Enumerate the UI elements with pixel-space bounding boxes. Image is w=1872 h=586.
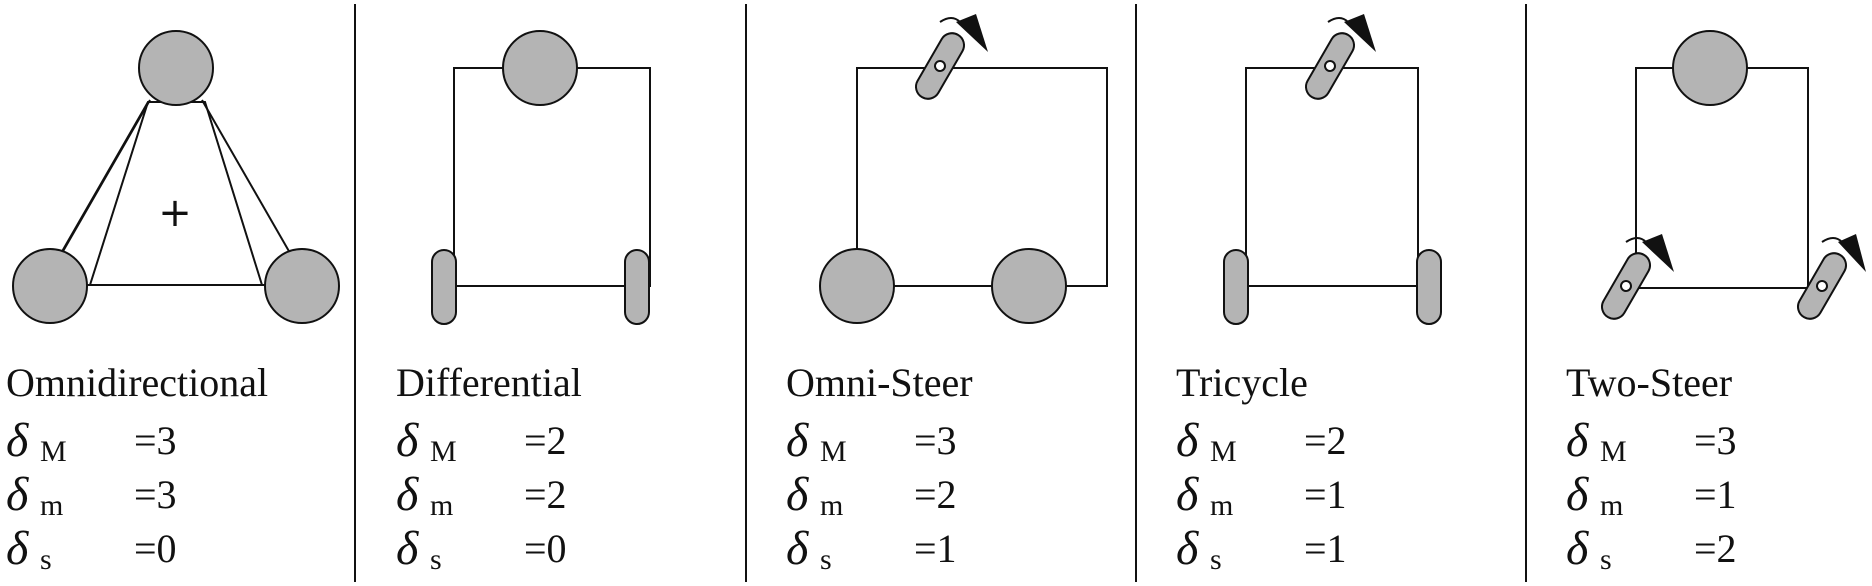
panel-divider bbox=[354, 4, 356, 582]
steerable-wheel-right bbox=[1797, 252, 1847, 320]
panel-divider bbox=[1135, 4, 1137, 582]
steerable-wheel-left bbox=[1601, 252, 1651, 320]
delta-symbol: δ bbox=[1176, 468, 1199, 521]
delta-subscript: s bbox=[430, 543, 442, 576]
steer-arrow-icon bbox=[1327, 17, 1349, 23]
delta-subscript: M bbox=[40, 435, 67, 468]
delta-value: =3 bbox=[1694, 418, 1737, 463]
delta-value: =2 bbox=[914, 472, 957, 517]
panel-differential: Differential δ M =2 δ m =2 δ s =0 bbox=[390, 0, 742, 586]
delta-value: =3 bbox=[914, 418, 957, 463]
delta-value: =2 bbox=[524, 418, 567, 463]
steer-arrow-icon bbox=[1625, 237, 1647, 243]
panel-title: Omni-Steer bbox=[786, 360, 973, 405]
delta-symbol: δ bbox=[396, 414, 419, 467]
wheel-right bbox=[991, 248, 1067, 324]
delta-symbol: δ bbox=[786, 414, 809, 467]
delta-symbol: δ bbox=[1566, 468, 1589, 521]
steerable-wheel-front bbox=[1305, 32, 1355, 100]
delta-subscript: s bbox=[40, 543, 52, 576]
wheel-right bbox=[624, 249, 650, 325]
tricycle-diagram bbox=[1223, 14, 1442, 325]
delta-symbol: δ bbox=[1566, 522, 1589, 575]
wheel-right bbox=[1416, 249, 1442, 325]
panel-omni-steer: Omni-Steer δ M =3 δ m =2 δ s =1 bbox=[780, 0, 1132, 586]
delta-subscript: m bbox=[1600, 489, 1624, 522]
center-mark: + bbox=[158, 190, 192, 236]
delta-value: =0 bbox=[134, 526, 177, 571]
wheel-left bbox=[12, 248, 88, 324]
delta-value: =1 bbox=[1304, 526, 1347, 571]
delta-symbol: δ bbox=[396, 468, 419, 521]
chassis-rectangle bbox=[1245, 67, 1419, 287]
chassis-edge bbox=[201, 99, 291, 254]
wheel-left bbox=[431, 249, 457, 325]
chassis-edge bbox=[61, 99, 151, 254]
panel-title: Tricycle bbox=[1176, 360, 1308, 405]
delta-value: =0 bbox=[524, 526, 567, 571]
steerable-wheel-front bbox=[915, 32, 965, 100]
two-steer-diagram bbox=[1601, 30, 1866, 320]
wheel-caster bbox=[1672, 30, 1748, 106]
delta-symbol: δ bbox=[396, 522, 419, 575]
delta-subscript: m bbox=[1210, 489, 1234, 522]
wheel-left bbox=[819, 248, 895, 324]
delta-symbol: δ bbox=[786, 468, 809, 521]
panel-title: Omnidirectional bbox=[6, 360, 269, 405]
omni-steer-diagram bbox=[819, 14, 1108, 324]
wheel-right bbox=[264, 248, 340, 324]
wheel-left bbox=[1223, 249, 1249, 325]
panel-two-steer: Two-Steer δ M =3 δ m =1 δ s =2 bbox=[1560, 0, 1872, 586]
panel-omnidirectional: + Omnidirectional δ M =3 δ m =3 δ s =0 bbox=[0, 0, 352, 586]
delta-value: =3 bbox=[134, 418, 177, 463]
delta-subscript: s bbox=[1600, 543, 1612, 576]
wheel-top bbox=[138, 30, 214, 106]
delta-value: =1 bbox=[914, 526, 957, 571]
delta-value: =2 bbox=[1694, 526, 1737, 571]
steer-arrowhead-icon bbox=[1344, 14, 1376, 52]
panel-tricycle: Tricycle δ M =2 δ m =1 δ s =1 bbox=[1170, 0, 1522, 586]
panel-title: Differential bbox=[396, 360, 582, 405]
delta-subscript: m bbox=[430, 489, 454, 522]
delta-symbol: δ bbox=[1176, 522, 1199, 575]
delta-subscript: M bbox=[1600, 435, 1627, 468]
omnidirectional-diagram: + bbox=[12, 30, 340, 324]
wheel-caster bbox=[502, 30, 578, 106]
delta-symbol: δ bbox=[6, 468, 29, 521]
delta-value: =2 bbox=[1304, 418, 1347, 463]
steer-arrowhead-icon bbox=[956, 14, 988, 52]
steer-arrow-icon bbox=[939, 17, 961, 23]
steer-arrowhead-icon bbox=[1642, 234, 1674, 272]
panel-divider bbox=[1525, 4, 1527, 582]
delta-subscript: M bbox=[430, 435, 457, 468]
delta-subscript: m bbox=[40, 489, 64, 522]
delta-symbol: δ bbox=[6, 414, 29, 467]
panel-divider bbox=[745, 4, 747, 582]
delta-subscript: s bbox=[820, 543, 832, 576]
delta-subscript: M bbox=[1210, 435, 1237, 468]
delta-value: =1 bbox=[1694, 472, 1737, 517]
delta-value: =3 bbox=[134, 472, 177, 517]
delta-symbol: δ bbox=[786, 522, 809, 575]
steer-arrowhead-icon bbox=[1838, 234, 1866, 272]
chassis-rectangle bbox=[856, 67, 1108, 287]
delta-symbol: δ bbox=[1176, 414, 1199, 467]
delta-symbol: δ bbox=[1566, 414, 1589, 467]
delta-value: =1 bbox=[1304, 472, 1347, 517]
delta-symbol: δ bbox=[6, 522, 29, 575]
steer-arrow-icon bbox=[1821, 237, 1843, 243]
differential-diagram bbox=[431, 30, 651, 325]
delta-subscript: s bbox=[1210, 543, 1222, 576]
panel-title: Two-Steer bbox=[1566, 360, 1733, 405]
delta-subscript: M bbox=[820, 435, 847, 468]
delta-value: =2 bbox=[524, 472, 567, 517]
delta-subscript: m bbox=[820, 489, 844, 522]
